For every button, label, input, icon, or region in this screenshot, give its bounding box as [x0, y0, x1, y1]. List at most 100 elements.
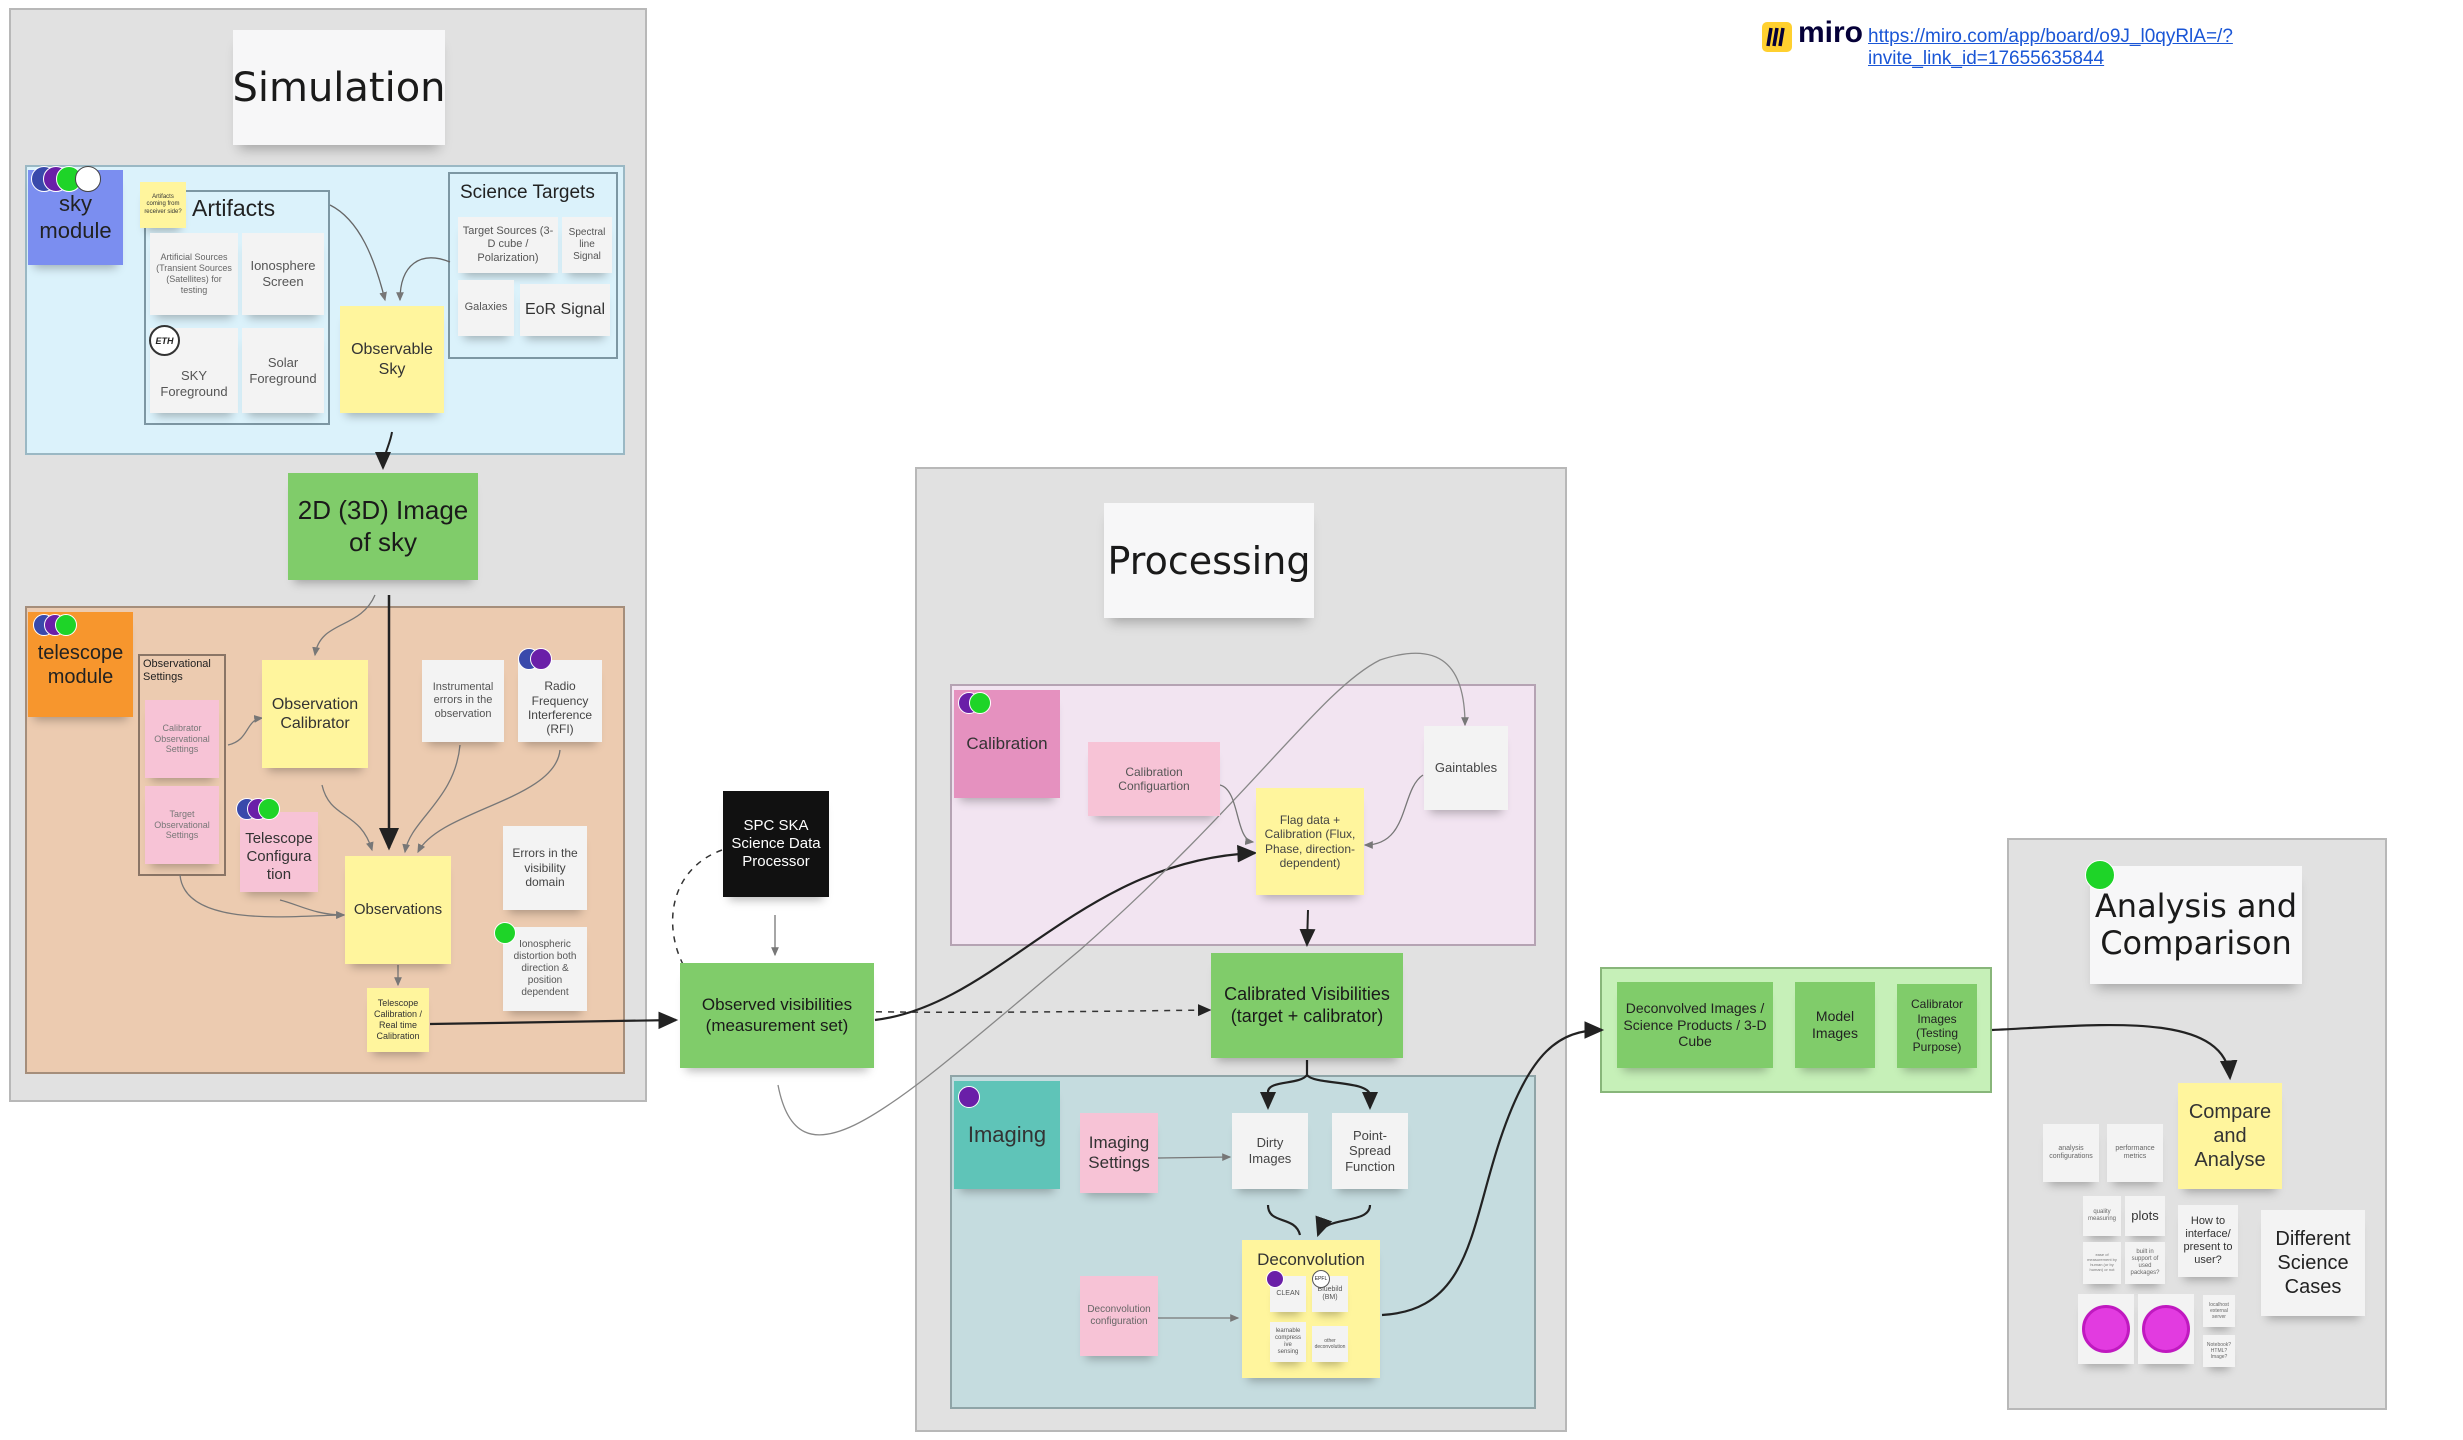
how-to-interface-label: How to interface/ present to user? — [2183, 1214, 2233, 1267]
gaintables-sticky[interactable]: Gaintables — [1424, 726, 1508, 810]
spectral-line-label: Spectral line Signal — [568, 227, 606, 262]
eor-signal-sticky[interactable]: EoR Signal — [520, 284, 610, 336]
quality-measuring-label: quality measuring — [2087, 1208, 2116, 1222]
small-note-sticky[interactable]: Notebook? HTML? Image? — [2203, 1335, 2235, 1367]
flag-data-label: Flag data + Calibration (Flux, Phase, di… — [1264, 812, 1356, 870]
observations-label: Observations — [353, 901, 443, 918]
calibrator-images-label: Calibrator Images (Testing Purpose) — [1910, 997, 1964, 1055]
telescope-calibration-sticky[interactable]: Telescope Calibration / Real time Calibr… — [367, 988, 429, 1052]
calibrated-visibilities-sticky[interactable]: Calibrated Visibilities (target + calibr… — [1211, 953, 1403, 1058]
imaging-label: Imaging — [967, 1121, 1047, 1147]
observations-sticky[interactable]: Observations — [345, 856, 451, 964]
avatar-dot — [1266, 1270, 1284, 1288]
avatar-dot — [55, 614, 77, 636]
ionosphere-screen-sticky[interactable]: Ionosphere Screen — [242, 233, 324, 315]
different-science-cases-sticky[interactable]: Different Science Cases — [2261, 1210, 2365, 1316]
deconvolution-sticky[interactable]: Deconvolution — [1242, 1240, 1380, 1378]
target-settings-sticky[interactable]: Target Observational Settings — [145, 786, 219, 864]
miro-logo-icon[interactable] — [1762, 22, 1792, 52]
imaging-settings-sticky[interactable]: Imaging Settings — [1080, 1113, 1158, 1193]
other-deconvolution-sticky[interactable]: other deconvolution — [1312, 1326, 1348, 1362]
plot-thumbnail[interactable] — [2078, 1294, 2134, 1364]
psf-sticky[interactable]: Point-Spread Function — [1332, 1113, 1408, 1189]
how-to-interface-sticky[interactable]: How to interface/ present to user? — [2178, 1205, 2238, 1277]
telescope-configuration-label: Telescope Configura tion — [245, 830, 313, 883]
sky-foreground-sticky[interactable]: SKY Foreground — [150, 328, 238, 413]
calibration-configuration-sticky[interactable]: Calibration Configuartion — [1088, 742, 1220, 816]
small-note-sticky[interactable]: ease of measurement by human (or by huma… — [2083, 1242, 2121, 1284]
simulation-title: Simulation — [232, 30, 446, 145]
solar-foreground-sticky[interactable]: Solar Foreground — [242, 328, 324, 413]
observed-visibilities-label: Observed visibilities (measurement set) — [701, 995, 853, 1035]
observed-visibilities-sticky[interactable]: Observed visibilities (measurement set) — [680, 963, 874, 1068]
sky-module-sticky[interactable]: sky module — [28, 170, 123, 265]
artifacts-note[interactable]: Artifacts coming from receiver side? — [140, 182, 186, 228]
image-of-sky-label: 2D (3D) Image of sky — [297, 495, 469, 557]
deconvolution-label: Deconvolution — [1257, 1250, 1365, 1269]
small-note-label: built in support of used packages? — [2130, 1248, 2160, 1277]
quality-measuring-sticky[interactable]: quality measuring — [2083, 1196, 2121, 1236]
observation-calibrator-label: Observation Calibrator — [271, 695, 359, 732]
plots-sticky[interactable]: plots — [2125, 1196, 2165, 1236]
small-note-sticky[interactable]: built in support of used packages? — [2125, 1242, 2165, 1284]
spc-sticky[interactable]: SPC SKA Science Data Processor — [723, 791, 829, 897]
dirty-images-sticky[interactable]: Dirty Images — [1232, 1113, 1308, 1189]
observable-sky-sticky[interactable]: Observable Sky — [340, 306, 444, 413]
rfi-sticky[interactable]: Radio Frequency Interference (RFI) — [518, 660, 602, 742]
ionosphere-screen-label: Ionosphere Screen — [250, 258, 316, 289]
spectral-line-sticky[interactable]: Spectral line Signal — [562, 217, 612, 273]
plot-circle-icon — [2142, 1305, 2190, 1353]
telescope-configuration-sticky[interactable]: Telescope Configura tion — [240, 812, 318, 892]
different-science-cases-label: Different Science Cases — [2275, 1228, 2351, 1298]
science-targets-title: Science Targets — [460, 182, 595, 203]
artificial-sources-sticky[interactable]: Artificial Sources (Transient Sources (S… — [150, 233, 238, 315]
psf-label: Point-Spread Function — [1345, 1127, 1395, 1174]
observational-settings-panel — [138, 654, 226, 876]
target-sources-sticky[interactable]: Target Sources (3-D cube / Polarization) — [458, 217, 558, 273]
errors-visibility-sticky[interactable]: Errors in the visibility domain — [503, 826, 587, 910]
observational-settings-title: Observational Settings — [143, 658, 211, 684]
rfi-label: Radio Frequency Interference (RFI) — [527, 679, 593, 737]
instrumental-errors-sticky[interactable]: Instrumental errors in the observation — [422, 660, 504, 742]
calibrator-settings-sticky[interactable]: Calibrator Observational Settings — [145, 700, 219, 778]
epfl-badge-icon: EPFL — [1312, 1270, 1330, 1288]
artifacts-panel — [144, 190, 330, 425]
learnable-sticky[interactable]: learnable compress ive sensing — [1270, 1322, 1306, 1362]
other-deconvolution-label: other deconvolution — [1314, 1338, 1346, 1350]
spc-label: SPC SKA Science Data Processor — [731, 817, 821, 870]
analysis-configurations-sticky[interactable]: analysis configurations — [2043, 1124, 2099, 1182]
model-images-sticky[interactable]: Model Images — [1795, 982, 1875, 1068]
learnable-label: learnable compress ive sensing — [1274, 1327, 1301, 1356]
board-link[interactable]: https://miro.com/app/board/o9J_l0qyRlA=/… — [1868, 26, 2233, 69]
bluebild-label: Bluebild (BM) — [1317, 1285, 1343, 1301]
avatar-dot — [530, 648, 552, 670]
sky-foreground-label: SKY Foreground — [160, 367, 228, 399]
telescope-module-label: telescope module — [37, 641, 124, 688]
plot-circle-icon — [2082, 1305, 2130, 1353]
compare-sticky[interactable]: Compare and Analyse — [2178, 1083, 2282, 1189]
globe-icon — [75, 166, 101, 192]
avatar-dot — [958, 1086, 980, 1108]
calibrator-images-sticky[interactable]: Calibrator Images (Testing Purpose) — [1897, 984, 1977, 1068]
performance-metrics-sticky[interactable]: performance metrics — [2107, 1124, 2163, 1182]
deconvolved-sticky[interactable]: Deconvolved Images / Science Products / … — [1617, 982, 1773, 1068]
galaxies-sticky[interactable]: Galaxies — [458, 280, 514, 336]
telescope-calibration-label: Telescope Calibration / Real time Calibr… — [373, 998, 423, 1041]
small-note-label: localhost external server — [2209, 1302, 2229, 1320]
observation-calibrator-sticky[interactable]: Observation Calibrator — [262, 660, 368, 768]
calibration-label: Calibration — [966, 733, 1048, 753]
calibrator-settings-label: Calibrator Observational Settings — [154, 722, 210, 755]
small-note-sticky[interactable]: localhost external server — [2203, 1295, 2235, 1327]
avatar-dot — [258, 798, 280, 820]
image-of-sky-sticky[interactable]: 2D (3D) Image of sky — [288, 473, 478, 580]
deconvolution-configuration-label: Deconvolution configuration — [1087, 1304, 1151, 1327]
flag-data-sticky[interactable]: Flag data + Calibration (Flux, Phase, di… — [1256, 788, 1364, 895]
artificial-sources-label: Artificial Sources (Transient Sources (S… — [156, 252, 232, 295]
galaxies-label: Galaxies — [464, 301, 508, 314]
avatar-dot — [494, 922, 516, 944]
dirty-images-label: Dirty Images — [1248, 1135, 1292, 1166]
plot-thumbnail[interactable] — [2138, 1294, 2194, 1364]
deconvolution-configuration-sticky[interactable]: Deconvolution configuration — [1080, 1276, 1158, 1356]
imaging-settings-label: Imaging Settings — [1088, 1132, 1150, 1172]
ionospheric-distortion-sticky[interactable]: Ionospheric distortion both direction & … — [503, 927, 587, 1011]
